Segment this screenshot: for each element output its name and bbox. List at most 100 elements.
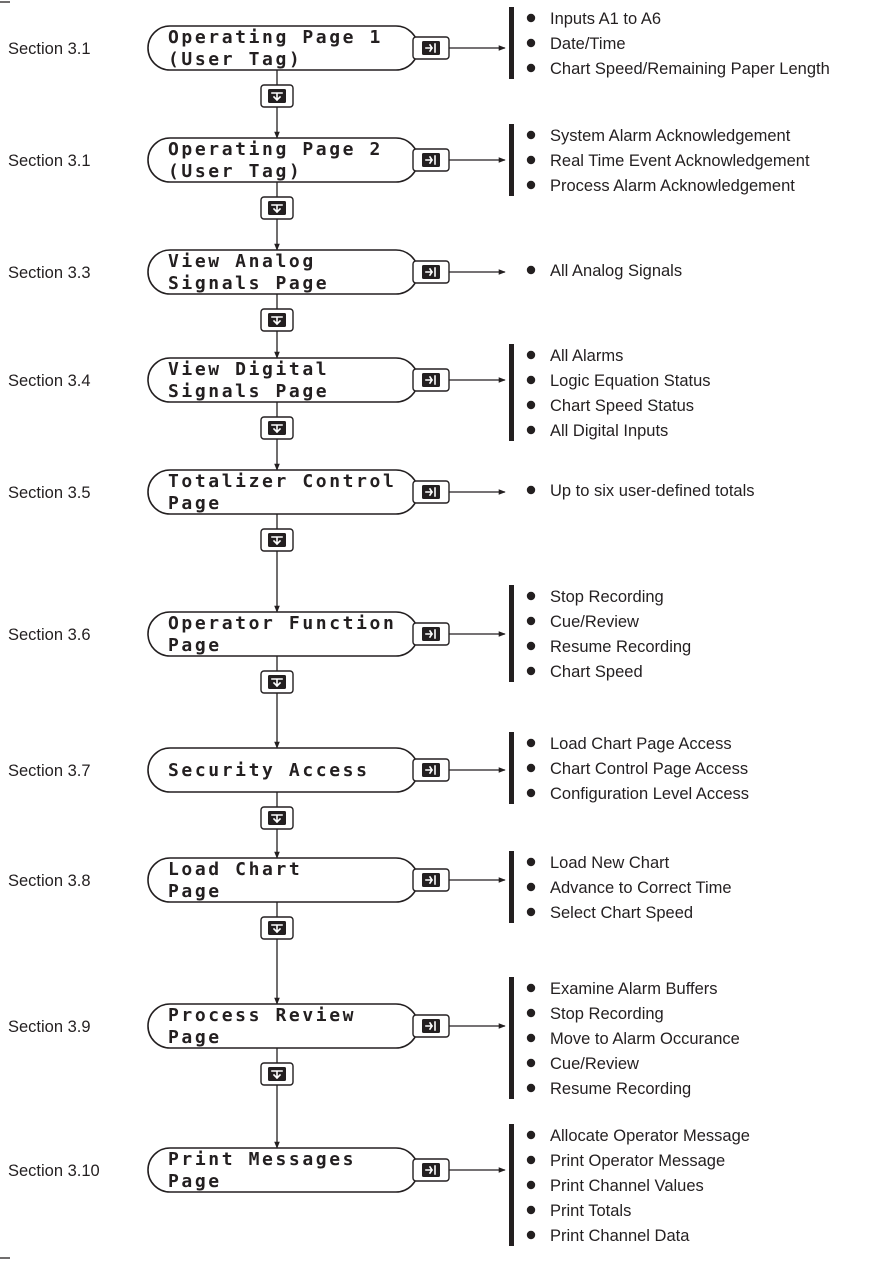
bullet-icon xyxy=(526,1180,536,1190)
bullet-icon xyxy=(526,983,536,993)
list-item: Load New Chart xyxy=(550,854,670,872)
list-bracket-bar xyxy=(509,851,514,923)
list-item: Load Chart Page Access xyxy=(550,735,732,753)
bullet-icon xyxy=(526,350,536,360)
list-item: Print Operator Message xyxy=(550,1152,725,1170)
bullet-icon xyxy=(526,265,536,275)
list-bracket-bar xyxy=(509,124,514,196)
list-item: Allocate Operator Message xyxy=(550,1127,750,1145)
bullet-icon xyxy=(526,1205,536,1215)
lcd-line: Process Review xyxy=(168,1005,356,1026)
page-key-icon[interactable] xyxy=(260,84,294,108)
list-item: Process Alarm Acknowledgement xyxy=(550,177,795,195)
list-item: Advance to Correct Time xyxy=(550,879,732,897)
enter-key-icon[interactable] xyxy=(412,758,450,782)
list-item: Chart Speed Status xyxy=(550,397,694,415)
section-label: Section 3.10 xyxy=(8,1162,100,1180)
list-bracket-bar xyxy=(509,1124,514,1246)
list-item: Real Time Event Acknowledgement xyxy=(550,152,810,170)
list-item: Examine Alarm Buffers xyxy=(550,980,718,998)
page-key-icon[interactable] xyxy=(260,670,294,694)
section-label: Section 3.4 xyxy=(8,372,91,390)
list-bracket-bar xyxy=(509,585,514,682)
lcd-line: View Digital xyxy=(168,359,329,380)
bullet-icon xyxy=(526,1083,536,1093)
page-key-icon[interactable] xyxy=(260,528,294,552)
bullet-icon xyxy=(526,882,536,892)
list-item: Stop Recording xyxy=(550,588,664,606)
bullet-icon xyxy=(526,1058,536,1068)
list-item: Cue/Review xyxy=(550,613,639,631)
list-item: All Alarms xyxy=(550,347,623,365)
bullet-icon xyxy=(526,1230,536,1240)
list-item: Resume Recording xyxy=(550,1080,691,1098)
enter-key-icon[interactable] xyxy=(412,868,450,892)
enter-key-icon[interactable] xyxy=(412,1014,450,1038)
list-item: Print Channel Data xyxy=(550,1227,690,1245)
bullet-icon xyxy=(526,1033,536,1043)
enter-key-icon[interactable] xyxy=(412,36,450,60)
bullet-icon xyxy=(526,375,536,385)
list-item: Move to Alarm Occurance xyxy=(550,1030,740,1048)
bullet-icon xyxy=(526,666,536,676)
list-item: System Alarm Acknowledgement xyxy=(550,127,791,145)
page-key-icon[interactable] xyxy=(260,1062,294,1086)
bullet-icon xyxy=(526,641,536,651)
lcd-line: Load Chart xyxy=(168,859,302,880)
list-item: All Digital Inputs xyxy=(550,422,668,440)
list-item: Date/Time xyxy=(550,35,626,53)
lcd-line: Operating Page 1 xyxy=(168,27,383,48)
lcd-line: Security Access xyxy=(168,760,370,781)
page-row: Section 3.7 Security Access Load Chart Pag… xyxy=(8,732,749,859)
lcd-line: Operator Function xyxy=(168,613,396,634)
lcd-line: Page xyxy=(168,493,222,514)
enter-key-icon[interactable] xyxy=(412,260,450,284)
list-item: Up to six user-defined totals xyxy=(550,482,755,500)
bullet-icon xyxy=(526,907,536,917)
bullet-icon xyxy=(526,155,536,165)
enter-key-icon[interactable] xyxy=(412,368,450,392)
page-key-icon[interactable] xyxy=(260,806,294,830)
section-label: Section 3.9 xyxy=(8,1018,91,1036)
bullet-icon xyxy=(526,425,536,435)
list-item: Resume Recording xyxy=(550,638,691,656)
section-label: Section 3.7 xyxy=(8,762,91,780)
enter-key-icon[interactable] xyxy=(412,148,450,172)
bullet-icon xyxy=(526,63,536,73)
bullet-icon xyxy=(526,130,536,140)
lcd-line: (User Tag) xyxy=(168,49,302,70)
enter-key-icon[interactable] xyxy=(412,1158,450,1182)
page-key-icon[interactable] xyxy=(260,916,294,940)
page-key-icon[interactable] xyxy=(260,416,294,440)
bullet-icon xyxy=(526,788,536,798)
list-bracket-bar xyxy=(509,344,514,441)
enter-key-icon[interactable] xyxy=(412,480,450,504)
list-bracket-bar xyxy=(509,977,514,1099)
list-item: Stop Recording xyxy=(550,1005,664,1023)
lcd-line: Print Messages xyxy=(168,1149,356,1170)
bullet-icon xyxy=(526,616,536,626)
page-key-icon[interactable] xyxy=(260,196,294,220)
bullet-icon xyxy=(526,591,536,601)
enter-key-icon[interactable] xyxy=(412,622,450,646)
lcd-line: Totalizer Control xyxy=(168,471,396,492)
lcd-line: Signals Page xyxy=(168,381,329,402)
list-item: Inputs A1 to A6 xyxy=(550,10,661,28)
page-key-icon[interactable] xyxy=(260,308,294,332)
list-item: Chart Control Page Access xyxy=(550,760,748,778)
list-item: Configuration Level Access xyxy=(550,785,749,803)
bullet-icon xyxy=(526,1155,536,1165)
section-label: Section 3.1 xyxy=(8,152,91,170)
bullet-icon xyxy=(526,738,536,748)
lcd-line: Page xyxy=(168,1171,222,1192)
lcd-line: Signals Page xyxy=(168,273,329,294)
